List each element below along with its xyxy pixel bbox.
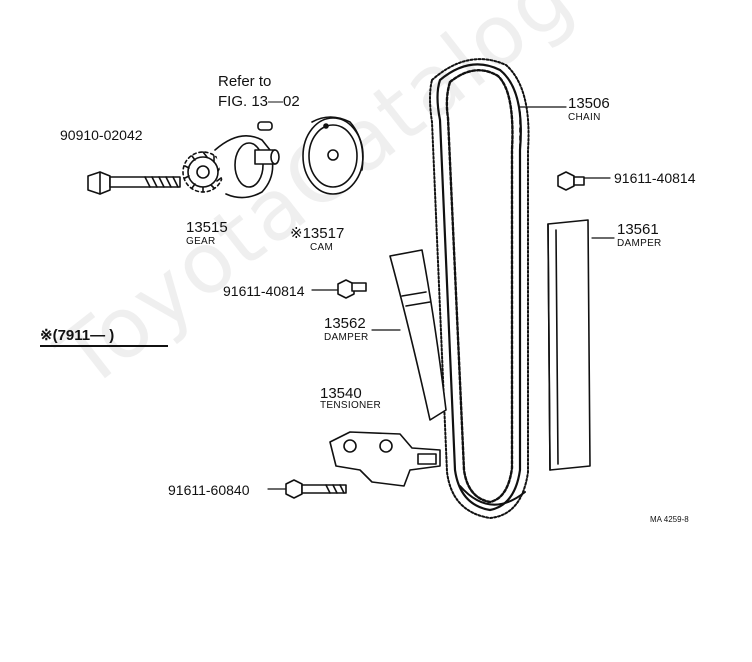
damper-13561	[547, 219, 591, 471]
label-damper-right-number: 13561	[617, 221, 659, 238]
damper-13562	[389, 249, 447, 421]
leader-lines	[267, 106, 615, 490]
label-chain-number: 13506	[568, 95, 610, 112]
label-gear-name: GEAR	[186, 236, 216, 247]
label-bolt-mid: 91611-40814	[223, 283, 305, 299]
cam-13517	[302, 116, 364, 195]
tensioner-13540	[329, 431, 441, 487]
label-cam-name: CAM	[310, 242, 334, 253]
label-damper-left-number: 13562	[324, 315, 366, 332]
note-underline	[40, 345, 168, 347]
label-tensioner-name: TENSIONER	[320, 400, 382, 411]
gear-13515	[182, 134, 280, 199]
timing-chain-13506	[429, 58, 530, 519]
label-bolt-top: 90910-02042	[60, 127, 143, 143]
bolt-90910-02042	[87, 171, 181, 195]
figure-code: MA 4259-8	[650, 515, 689, 524]
reference-line-2: FIG. 13—02	[218, 93, 300, 110]
bolt-91611-40814-mid	[337, 279, 367, 299]
label-damper-left-name: DAMPER	[324, 332, 369, 343]
label-bolt-right: 91611-40814	[614, 170, 696, 186]
label-gear-number: 13515	[186, 219, 228, 236]
label-damper-right-name: DAMPER	[617, 238, 662, 249]
pin-icon	[257, 121, 273, 131]
label-cam-number: ※13517	[290, 225, 345, 242]
production-note: ※(7911— )	[40, 327, 115, 344]
label-bolt-bottom: 91611-60840	[168, 482, 250, 498]
reference-line-1: Refer to	[218, 73, 272, 90]
bolt-91611-40814-right	[557, 171, 585, 191]
bolt-91611-60840	[285, 479, 347, 499]
label-tensioner-number: 13540	[320, 385, 362, 402]
label-chain-name: CHAIN	[568, 112, 601, 123]
